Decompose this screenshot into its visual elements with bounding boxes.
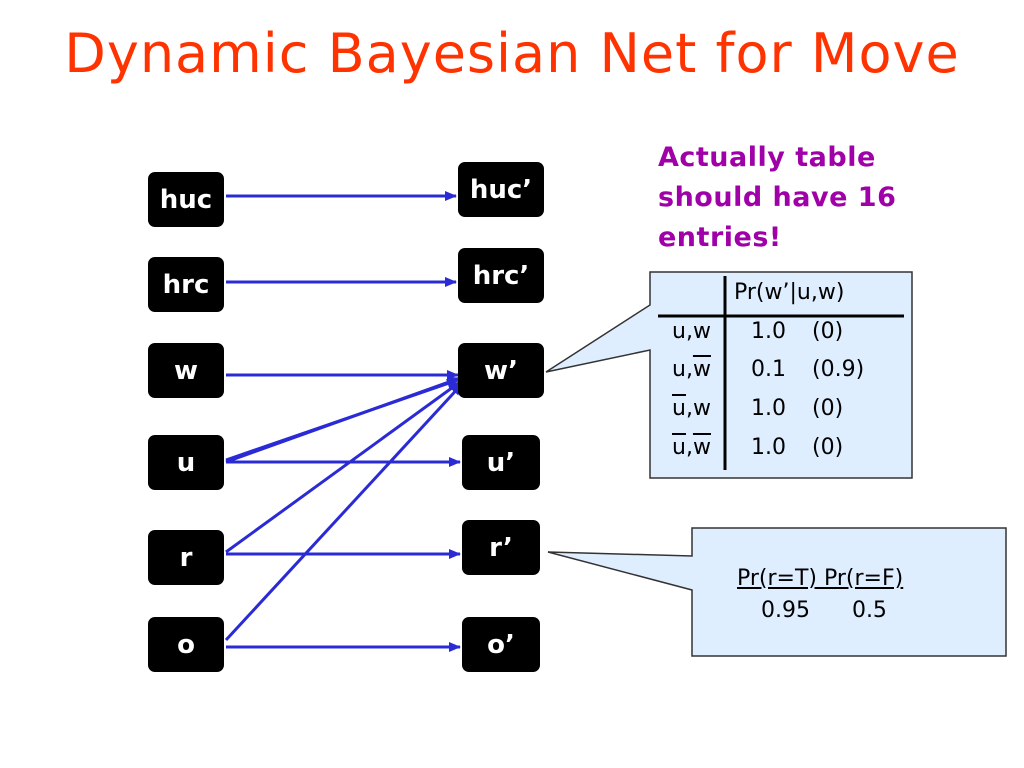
node-left-4: r <box>148 530 224 585</box>
node-left-3: u <box>148 435 224 490</box>
w-table-complement: (0) <box>812 435 844 460</box>
w-table-complement: (0.9) <box>812 357 865 382</box>
node-right-3: u’ <box>462 435 540 490</box>
w-table-complement: (0) <box>812 396 844 421</box>
node-left-1: hrc <box>148 257 224 312</box>
cond-u-negated: u <box>672 396 686 421</box>
node-left-5: o <box>148 617 224 672</box>
node-right-1: hrc’ <box>458 248 544 303</box>
slide-title: Dynamic Bayesian Net for Move <box>64 22 960 85</box>
node-right-2: w’ <box>458 343 544 398</box>
w-table-value: 0.1 <box>751 357 786 382</box>
w-table-complement: (0) <box>812 319 844 344</box>
cond-w: w <box>692 319 711 344</box>
note-line: Actually table <box>658 142 876 173</box>
cond-w-negated: w <box>692 435 711 460</box>
w-table-row: u,w <box>672 396 711 421</box>
cond-w-negated: w <box>692 357 711 382</box>
w-table-row: u,w <box>672 435 711 460</box>
cond-u-negated: u <box>672 435 686 460</box>
w-table-row: u,w <box>672 319 711 344</box>
edge-o-to-w <box>224 382 464 642</box>
w-table-value: 1.0 <box>751 319 786 344</box>
cond-u: u <box>672 319 686 344</box>
node-left-0: huc <box>148 172 224 227</box>
w-table-value: 1.0 <box>751 435 786 460</box>
node-left-2: w <box>148 343 224 398</box>
node-right-5: o’ <box>462 617 540 672</box>
cond-u: u <box>672 357 686 382</box>
note-line: should have 16 <box>658 182 897 213</box>
node-right-0: huc’ <box>458 162 544 217</box>
node-right-4: r’ <box>462 520 540 575</box>
cond-w: w <box>692 396 711 421</box>
w-table-header: Pr(w’|u,w) <box>734 280 845 305</box>
edge-u-to-w-2 <box>225 376 461 464</box>
edge-r-to-w <box>225 380 461 554</box>
r-table-callout <box>547 527 1007 657</box>
note-text: Actually table should have 16 entries! <box>658 138 958 258</box>
r-table-values: 0.95 0.5 <box>761 598 887 623</box>
w-table-row: u,w <box>672 357 711 382</box>
note-line: entries! <box>658 222 782 253</box>
w-table-callout <box>545 271 913 479</box>
w-table-value: 1.0 <box>751 396 786 421</box>
r-table-header: Pr(r=T) Pr(r=F) <box>737 566 904 591</box>
